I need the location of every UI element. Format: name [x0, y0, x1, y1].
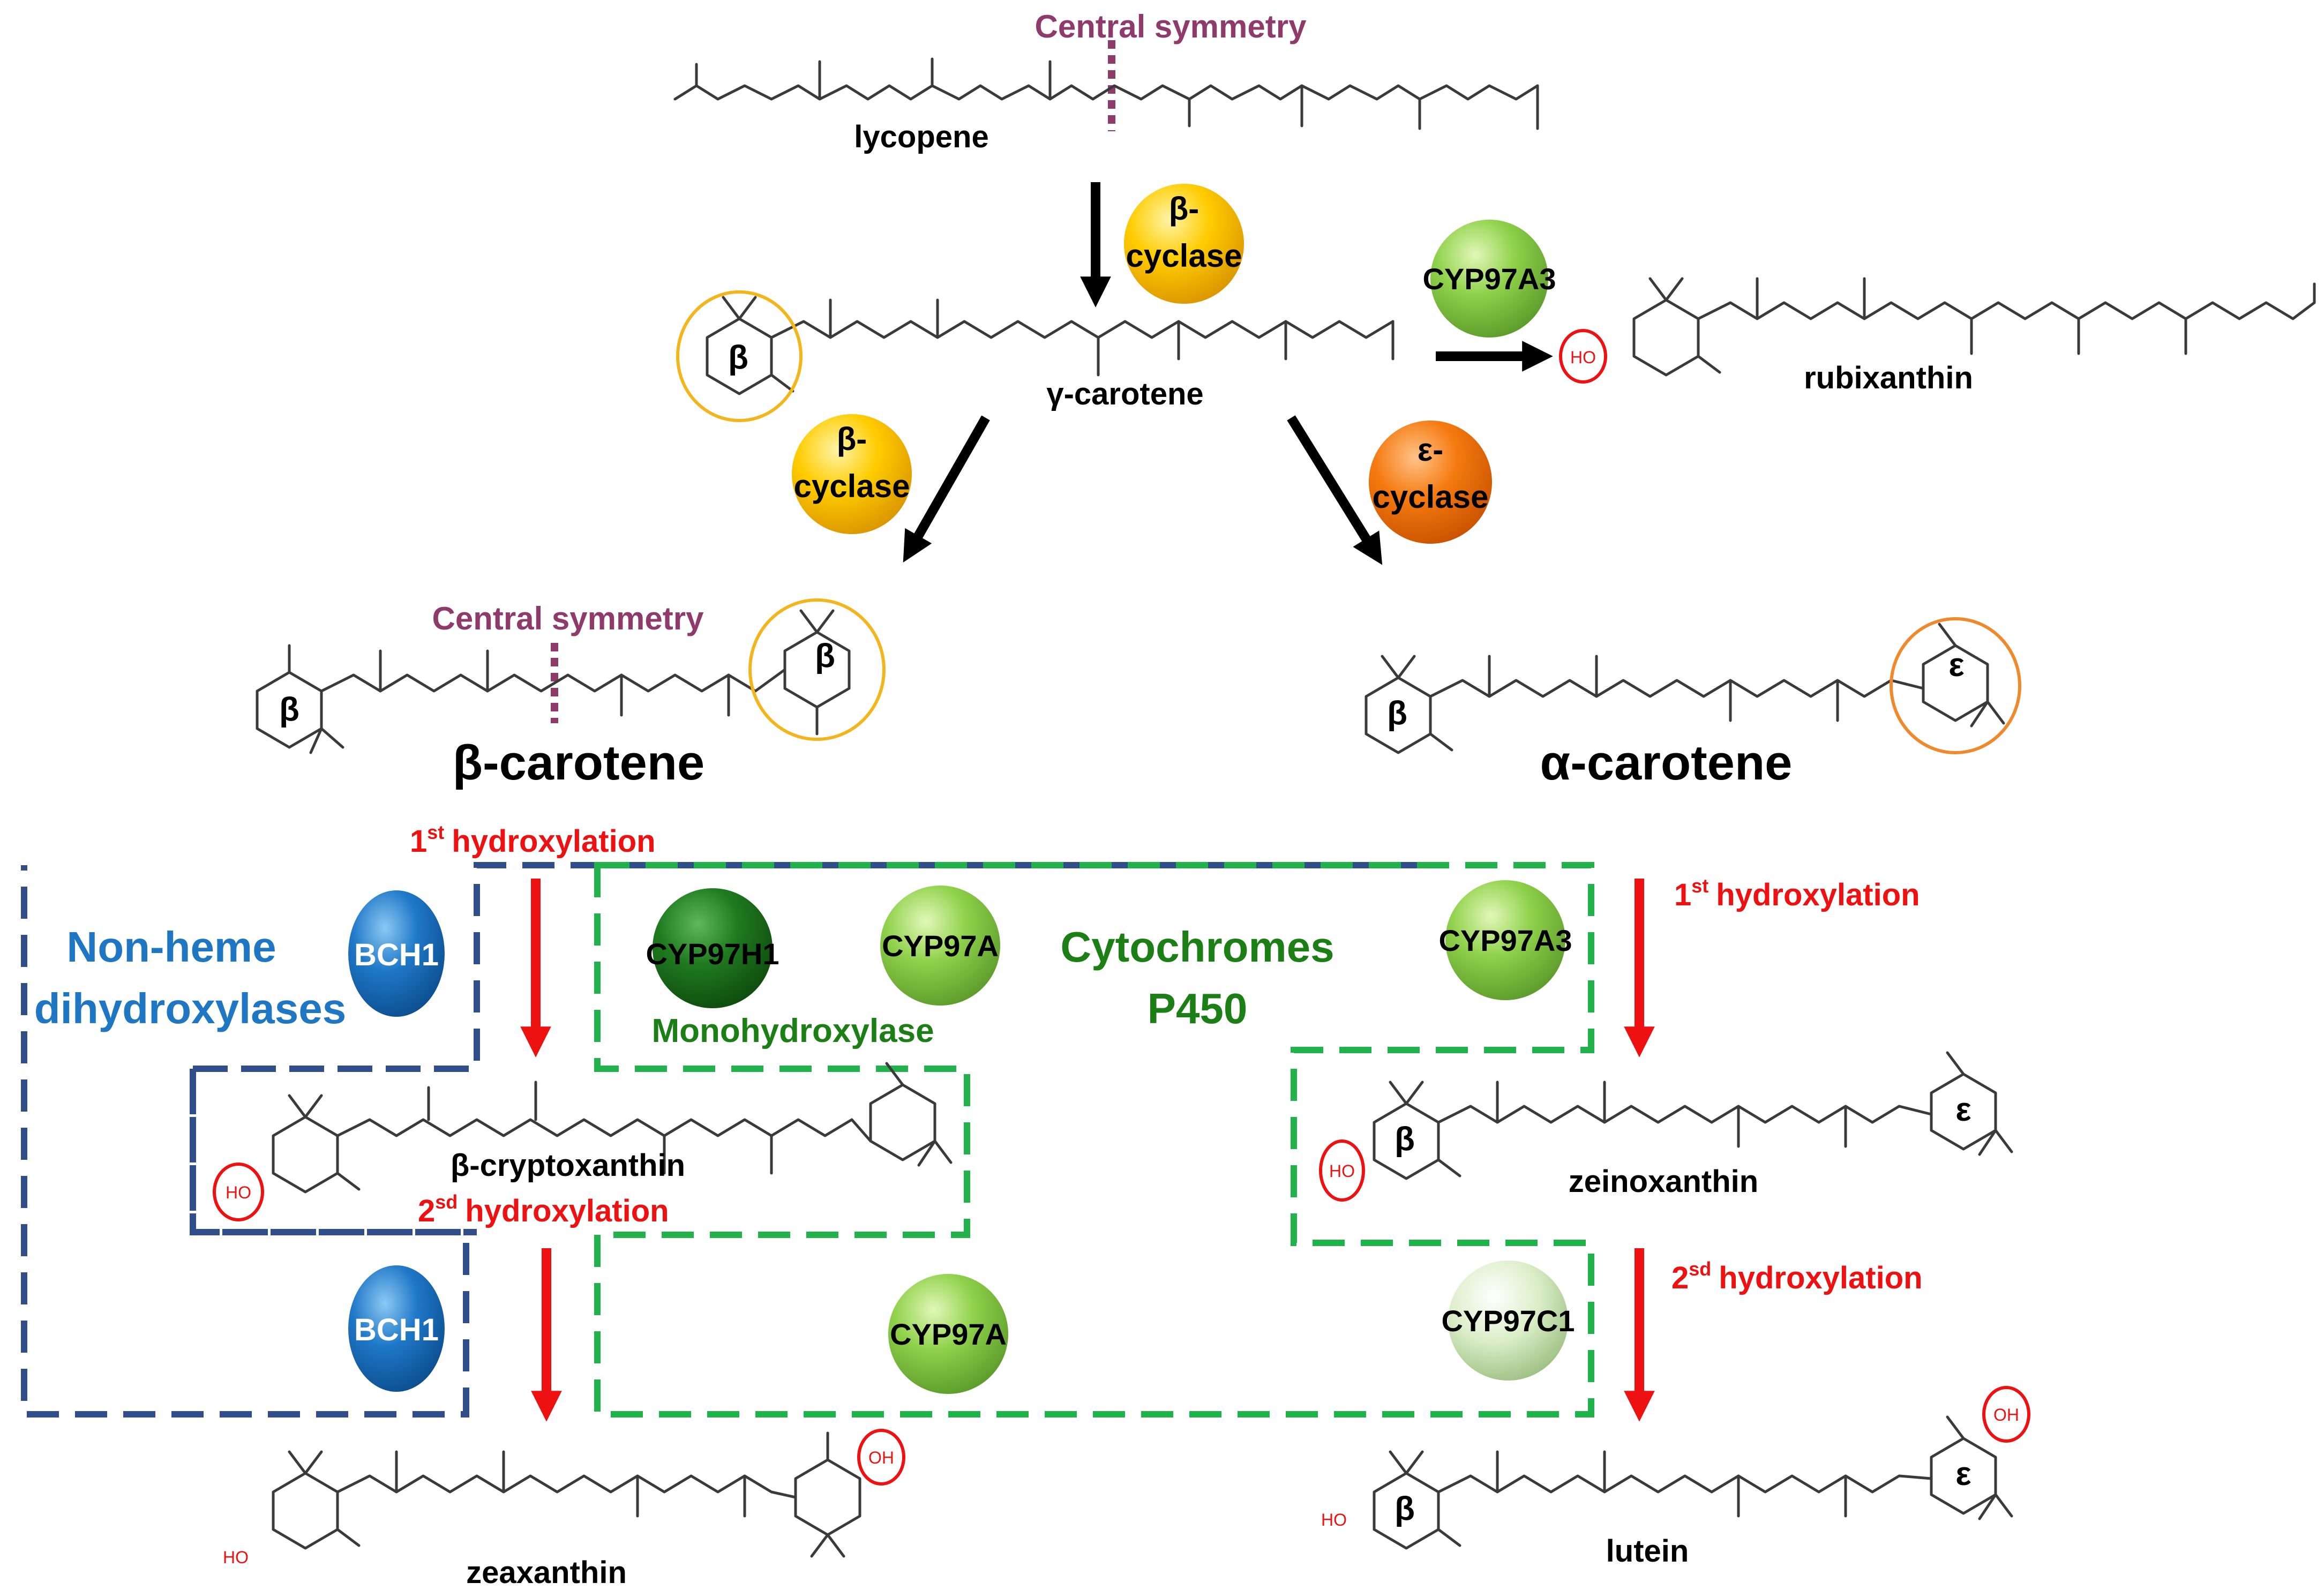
- cyp97c1-sphere: [1448, 1261, 1568, 1381]
- lutein-oh: OH: [1993, 1405, 2019, 1424]
- bch1-top-label: BCH1: [354, 938, 439, 972]
- non-heme-heading-line2: dihydroxylases: [34, 985, 347, 1032]
- cyp97a3-top-label: CYP97A3: [1422, 262, 1556, 296]
- gamma-carotene-label: γ-carotene: [1046, 377, 1203, 411]
- rubixanthin-ho-highlight: [1559, 329, 1607, 384]
- epsilon-cyclase-sphere: [1369, 421, 1492, 544]
- cytochromes-heading-line1: Cytochromes: [1060, 923, 1334, 971]
- zeinoxanthin-ho-highlight: [1319, 1139, 1365, 1202]
- central-symmetry-beta-label: Central symmetry: [432, 601, 704, 636]
- zeinoxanthin-label: zeinoxanthin: [1569, 1164, 1758, 1199]
- beta-cyclase-top-sphere: [1124, 184, 1244, 304]
- cyp97a3-mid-label: CYP97A3: [1438, 924, 1572, 957]
- lutein-label: lutein: [1606, 1534, 1689, 1569]
- lutein-ho: HO: [1321, 1510, 1347, 1529]
- lutein-epsilon-ring-mark: ε: [1955, 1456, 1971, 1492]
- cyp97a-bottom-label: CYP97A: [890, 1317, 1007, 1351]
- cytochrome-box: [594, 862, 1594, 1418]
- bch1-bottom-sphere: [348, 1265, 445, 1392]
- cyp97a3-mid-sphere: [1445, 880, 1565, 1000]
- central-symmetry-top-label: Central symmetry: [1035, 9, 1307, 44]
- beta-cyclase-top-label-1: β-: [1169, 191, 1200, 227]
- monohydroxylase-label: Monohydroxylase: [651, 1012, 934, 1049]
- cryptoxanthin-ho: HO: [226, 1183, 251, 1202]
- epsilon-cyclase-label-1: ε-: [1418, 432, 1443, 468]
- zeaxanthin-oh-highlight: [857, 1429, 905, 1486]
- lutein-oh-highlight: [1982, 1386, 2030, 1443]
- beta-cyclase-left-sphere: [792, 414, 912, 534]
- rubixanthin-ho: HO: [1570, 348, 1596, 367]
- beta-cryptoxanthin-structure: [272, 1062, 953, 1194]
- cyp97a-top-sphere: [880, 886, 1000, 1006]
- epsilon-cyclase-label-2: cyclase: [1373, 479, 1489, 515]
- alpha-carotene-epsilon-ring-mark: ε: [1948, 647, 1964, 684]
- cyp97a-bottom-sphere: [888, 1274, 1008, 1394]
- zeaxanthin-ho: HO: [223, 1548, 249, 1567]
- beta-cyclase-left-label-1: β-: [837, 421, 867, 457]
- arrow-gamma-to-alpha-carotene: [1287, 415, 1383, 565]
- arrow-gamma-to-beta-carotene: [903, 415, 990, 563]
- gamma-beta-ring-mark: β: [728, 339, 748, 376]
- rubixanthin-label: rubixanthin: [1804, 361, 1973, 395]
- beta-cryptoxanthin-label: β-cryptoxanthin: [451, 1148, 685, 1183]
- alpha-carotene-beta-ring-mark: β: [1387, 695, 1407, 732]
- rubixanthin-structure: [1632, 277, 2316, 377]
- gamma-beta-ring-highlight: [676, 290, 803, 422]
- zeinoxanthin-beta-ring-mark: β: [1395, 1121, 1415, 1158]
- cyp97a3-top-sphere: [1430, 220, 1548, 338]
- alpha-carotene-epsilon-ring-highlight: [1890, 617, 2021, 754]
- zeaxanthin-structure: [272, 1431, 861, 1558]
- beta-cyclase-top-label-2: cyclase: [1126, 238, 1242, 274]
- beta-carotene-right-ring-mark: β: [815, 638, 835, 674]
- bch1-bottom-label: BCH1: [354, 1312, 439, 1347]
- lycopene-label: lycopene: [854, 119, 988, 154]
- cyp97h1-label: CYP97H1: [646, 937, 779, 971]
- lycopene-structure: [673, 57, 1539, 130]
- alpha-carotene-structure: [1365, 622, 2005, 754]
- cyp97h1-sphere: [653, 888, 773, 1008]
- beta-cyclase-left-label-2: cyclase: [794, 468, 910, 504]
- zeinoxanthin-structure: [1373, 1051, 2013, 1180]
- cyp97a-top-label: CYP97A: [882, 929, 999, 963]
- beta-carotene-label: β-carotene: [453, 736, 704, 790]
- bch1-top-sphere: [348, 890, 445, 1017]
- non-heme-heading-line1: Non-heme: [66, 923, 276, 971]
- beta-carotene-structure: [256, 609, 851, 754]
- beta-carotene-ring-highlight: [748, 598, 886, 741]
- lutein-beta-ring-mark: β: [1395, 1490, 1415, 1527]
- zeinoxanthin-epsilon-ring-mark: ε: [1955, 1091, 1971, 1128]
- lutein-structure: [1373, 1415, 2013, 1550]
- cytochromes-heading-line2: P450: [1148, 985, 1248, 1032]
- zeaxanthin-oh: OH: [868, 1448, 894, 1467]
- beta-cryptoxanthin-box: [190, 1066, 477, 1235]
- zeaxanthin-label: zeaxanthin: [466, 1555, 627, 1590]
- cryptoxanthin-ho-highlight: [213, 1162, 264, 1221]
- alpha-carotene-label: α-carotene: [1540, 736, 1793, 790]
- cyp97c1-label: CYP97C1: [1441, 1304, 1575, 1338]
- zeinoxanthin-ho: HO: [1329, 1161, 1355, 1181]
- gamma-carotene-structure: [706, 296, 1395, 395]
- beta-carotene-left-ring-mark: β: [279, 691, 299, 728]
